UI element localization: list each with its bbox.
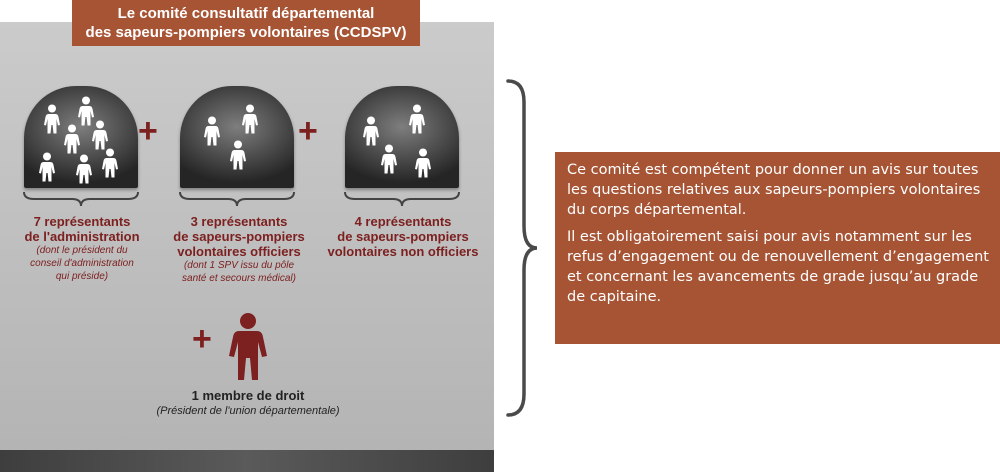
person-icon [363,116,379,146]
group-desc: volontaires non officiers [327,244,479,259]
group-desc: volontaires officiers [177,244,301,259]
person-icon [44,104,60,134]
member-label: 1 membre de droit (Président de l'union … [120,388,376,418]
person-icon [78,96,94,126]
group-box-administration [24,86,138,188]
title-line-1: Le comité consultatif départemental [117,5,375,22]
group-label-administration: 7 représentants de l'administration (don… [4,214,160,283]
person-icon [230,140,246,170]
group-note: conseil d'administration [30,258,134,269]
group-desc: de l'administration [24,229,140,244]
group-count: 3 représentants [190,214,288,229]
plus-sign-1: + [138,112,158,150]
plus-sign-3: + [192,320,212,358]
person-icon [242,104,258,134]
info-box: Ce comité est compétent pour donner un a… [555,152,1000,344]
info-paragraph-1: Ce comité est compétent pour donner un a… [567,162,981,218]
person-icon [64,124,80,154]
member-person-icon [229,313,267,380]
group-label-officers: 3 représentants de sapeurs-pompiers volo… [160,214,318,285]
panel-footer-bar [0,450,494,472]
person-icon [76,154,92,184]
curly-brace-icon [506,79,538,417]
member-title: 1 membre de droit [191,388,305,403]
member-note: (Président de l'union départementale) [156,405,340,417]
person-icon [102,148,118,178]
person-icon [39,152,55,182]
title-line-2: des sapeurs-pompiers volontaires (CCDSPV… [85,24,407,41]
curly-brace-icon [344,191,460,207]
group-count: 4 représentants [354,214,452,229]
plus-sign-2: + [298,112,318,150]
group-note: (dont le président du [36,245,128,256]
person-icon [204,116,220,146]
group-note: santé et secours médical) [182,273,296,284]
group-box-non-officers [345,86,459,188]
group-note: qui préside) [55,271,109,282]
diagram-title: Le comité consultatif départemental des … [72,0,420,46]
curly-brace-icon [179,191,295,207]
person-icon [409,104,425,134]
person-icon [381,144,397,174]
group-label-non-officers: 4 représentants de sapeurs-pompiers volo… [322,214,484,259]
person-icon [92,120,108,150]
group-box-officers [180,86,294,188]
group-desc: de sapeurs-pompiers [337,229,469,244]
group-note: (dont 1 SPV issu du pôle [183,260,295,271]
group-desc: de sapeurs-pompiers [173,229,305,244]
person-icon [415,148,431,178]
info-paragraph-2: Il est obligatoirement saisi pour avis n… [567,229,989,305]
curly-brace-icon [23,191,139,207]
group-count: 7 représentants [33,214,131,229]
